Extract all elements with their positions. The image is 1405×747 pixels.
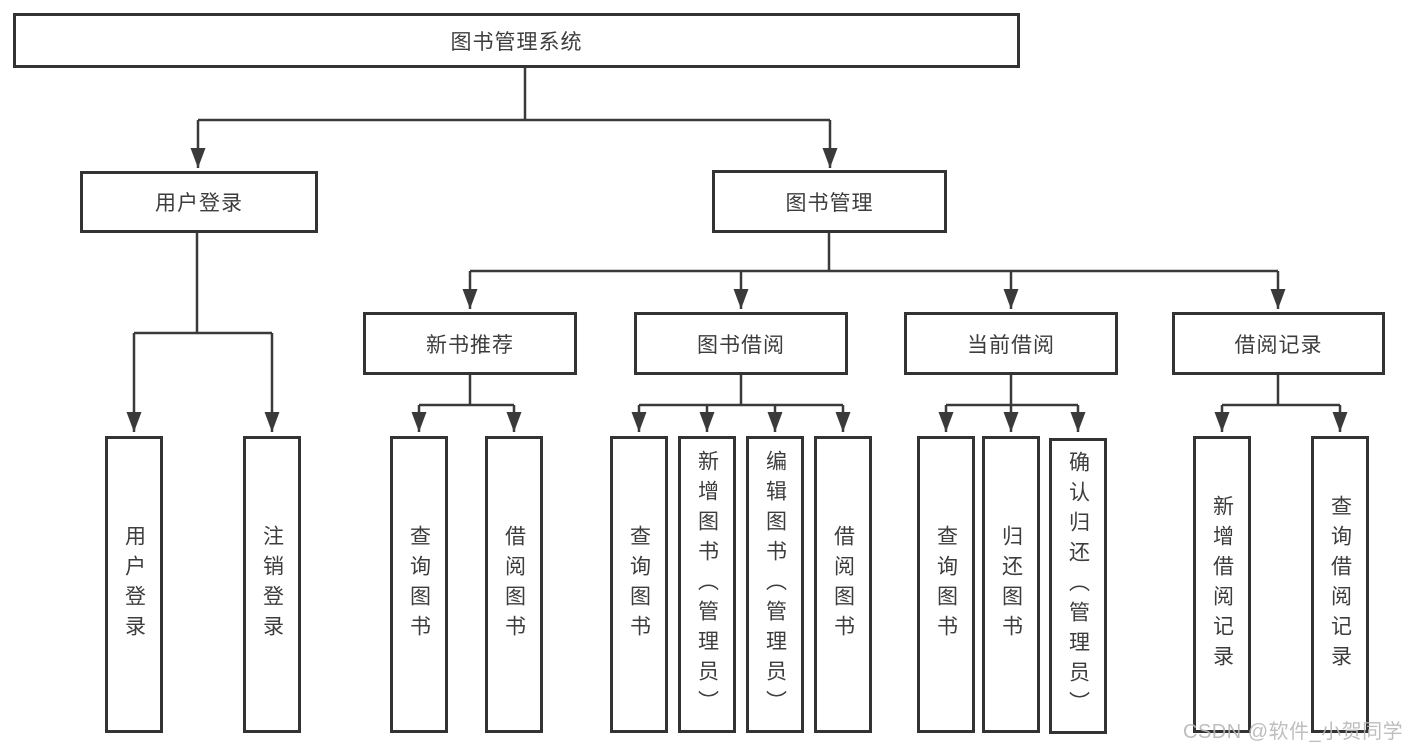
node-leaf-query-book-2: 查询图书 <box>610 436 668 733</box>
node-root: 图书管理系统 <box>13 13 1020 68</box>
node-user-login-label: 用户登录 <box>155 192 243 215</box>
node-book-management: 图书管理 <box>712 170 947 233</box>
node-leaf-query-book-1-label: 查询图书 <box>407 524 431 645</box>
node-leaf-logout: 注销登录 <box>243 436 301 733</box>
node-leaf-borrow-book-2-label: 借阅图书 <box>831 524 855 645</box>
node-leaf-borrow-book-2: 借阅图书 <box>814 436 872 733</box>
node-borrow-records: 借阅记录 <box>1172 312 1385 375</box>
node-leaf-return-book-label: 归还图书 <box>999 524 1023 645</box>
node-leaf-edit-book-admin: 编辑图书（管理员） <box>746 436 804 733</box>
node-leaf-query-book-3: 查询图书 <box>917 436 975 733</box>
node-leaf-confirm-return-admin-label: 确认归还（管理员） <box>1066 451 1090 721</box>
node-leaf-user-login: 用户登录 <box>105 436 163 733</box>
node-book-management-label: 图书管理 <box>785 191 874 215</box>
node-leaf-logout-label: 注销登录 <box>260 524 284 645</box>
node-new-book-recommend-label: 新书推荐 <box>426 333 514 357</box>
node-leaf-query-book-1: 查询图书 <box>390 436 448 733</box>
node-new-book-recommend: 新书推荐 <box>363 312 577 375</box>
node-leaf-query-book-2-label: 查询图书 <box>627 524 651 645</box>
node-leaf-add-book-admin: 新增图书（管理员） <box>678 436 736 733</box>
node-book-borrow: 图书借阅 <box>634 312 848 375</box>
node-leaf-confirm-return-admin: 确认归还（管理员） <box>1049 438 1107 734</box>
node-leaf-add-book-admin-label: 新增图书（管理员） <box>695 449 719 720</box>
node-leaf-add-borrow-record-label: 新增借阅记录 <box>1210 494 1234 675</box>
node-current-borrow: 当前借阅 <box>904 312 1118 375</box>
connector-arrows <box>126 120 1348 432</box>
node-current-borrow-label: 当前借阅 <box>967 333 1055 357</box>
node-leaf-borrow-book-1: 借阅图书 <box>485 436 543 733</box>
node-leaf-borrow-book-1-label: 借阅图书 <box>502 524 526 645</box>
node-leaf-user-login-label: 用户登录 <box>122 524 146 645</box>
node-root-label: 图书管理系统 <box>450 30 583 54</box>
node-leaf-add-borrow-record: 新增借阅记录 <box>1193 436 1251 733</box>
node-leaf-query-borrow-record-label: 查询借阅记录 <box>1328 494 1352 675</box>
node-user-login: 用户登录 <box>80 171 318 233</box>
node-book-borrow-label: 图书借阅 <box>697 333 785 357</box>
node-leaf-query-book-3-label: 查询图书 <box>934 524 958 645</box>
node-leaf-edit-book-admin-label: 编辑图书（管理员） <box>763 449 787 720</box>
node-leaf-query-borrow-record: 查询借阅记录 <box>1311 436 1369 733</box>
connector-skeleton <box>134 68 1340 407</box>
node-borrow-records-label: 借阅记录 <box>1234 333 1323 357</box>
node-leaf-return-book: 归还图书 <box>982 436 1040 733</box>
watermark: CSDN @软件_小贺同学 <box>1183 721 1404 743</box>
